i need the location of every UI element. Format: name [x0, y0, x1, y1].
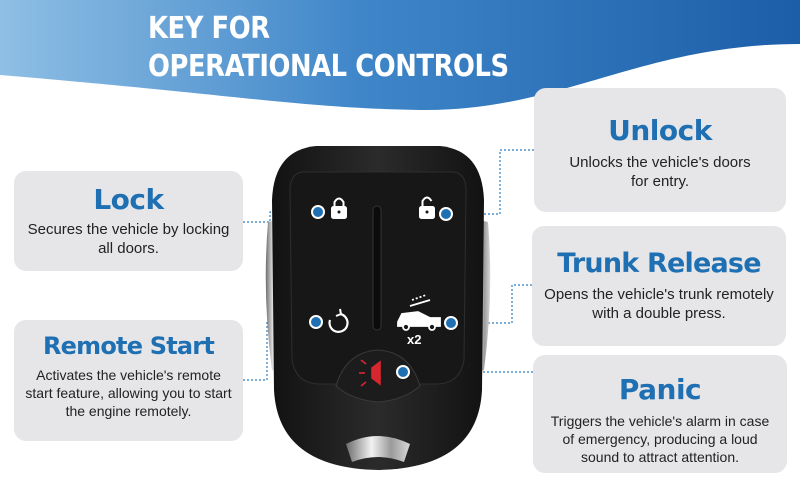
unlock-card: Unlock Unlocks the vehicle's doors for e…	[534, 88, 786, 212]
panic-description: Triggers the vehicle's alarm in case of …	[550, 413, 770, 465]
remote-start-card: Remote Start Activates the vehicle's rem…	[14, 320, 243, 441]
page-title: KEY FOR OPERATIONAL CONTROLS	[148, 10, 509, 86]
lock-title: Lock	[93, 183, 164, 216]
lock-indicator-dot	[311, 205, 325, 219]
page-title-line-1: KEY FOR	[148, 11, 270, 46]
panic-indicator-dot	[396, 365, 410, 379]
connector-lock	[243, 211, 318, 223]
right-chrome-trim	[470, 218, 491, 376]
unlock-title: Unlock	[608, 114, 712, 147]
lock-icon	[331, 197, 347, 219]
remote-start-title: Remote Start	[42, 332, 215, 360]
remote-start-indicator-dot	[309, 315, 323, 329]
left-chrome-trim	[265, 218, 286, 376]
button-panel	[289, 171, 467, 385]
unlock-description: Unlocks the vehicle's doors for entry.	[569, 154, 751, 190]
connector-lines	[243, 149, 534, 381]
panic-card: Panic Triggers the vehicle's alarm in ca…	[533, 355, 787, 473]
trunk-double-press-badge: x2	[407, 332, 421, 347]
lock-description: Secures the vehicle by locking all doors…	[27, 221, 230, 257]
unlock-icon	[419, 196, 435, 219]
center-divider	[372, 205, 382, 331]
trunk-icon	[397, 294, 441, 331]
lock-card: Lock Secures the vehicle by locking all …	[14, 171, 243, 271]
panic-button	[335, 349, 421, 403]
remote-start-description: Activates the vehicle's remote start fea…	[25, 367, 232, 419]
trunk-indicator-dot	[444, 316, 458, 330]
panic-title: Panic	[618, 373, 702, 406]
fob-body	[272, 146, 484, 470]
connector-unlock	[446, 149, 534, 215]
header-banner	[0, 0, 800, 111]
remote-start-icon	[328, 308, 349, 333]
indicator-dots	[309, 205, 458, 379]
trunk-release-description: Opens the vehicle's trunk remotely with …	[544, 286, 774, 322]
bottom-chrome	[346, 436, 410, 462]
panic-horn-icon	[359, 359, 381, 387]
unlock-indicator-dot	[439, 207, 453, 221]
trunk-release-title: Trunk Release	[557, 248, 761, 279]
page-title-line-2: OPERATIONAL CONTROLS	[148, 49, 509, 84]
trunk-release-card: Trunk Release Opens the vehicle's trunk …	[532, 226, 786, 346]
connector-trunk	[452, 284, 532, 324]
connector-remote-start	[243, 321, 316, 381]
